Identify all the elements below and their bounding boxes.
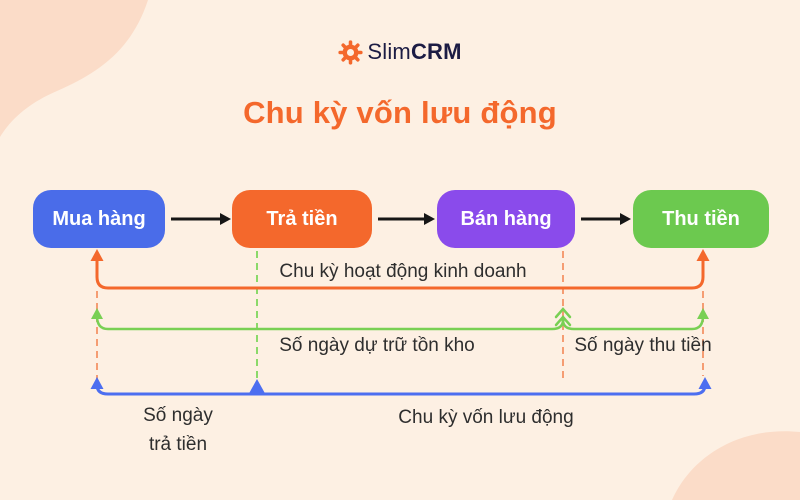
flow-arrow-head bbox=[620, 213, 631, 225]
inventory-days-line bbox=[95, 314, 565, 331]
page-title: Chu kỳ vốn lưu động bbox=[243, 95, 557, 130]
arrow-up-icon bbox=[91, 308, 103, 319]
working-capital-bracket bbox=[90, 377, 712, 396]
arrow-up-icon bbox=[90, 377, 104, 389]
operating-cycle-label: Chu kỳ hoạt động kinh doanh bbox=[279, 261, 527, 282]
blob-shape bbox=[672, 431, 800, 500]
payable-days-line2: trả tiền bbox=[148, 434, 208, 455]
working-capital-line bbox=[95, 383, 707, 396]
arrow-up-icon bbox=[696, 249, 710, 261]
corner-blob-bottom-right bbox=[672, 431, 800, 500]
brand-suffix: CRM bbox=[410, 39, 462, 64]
receivable-days-line bbox=[561, 314, 705, 331]
step-box-thu-tien: Thu tiền bbox=[633, 190, 769, 248]
flow-arrow-head bbox=[424, 213, 435, 225]
step-label: Bán hàng bbox=[460, 207, 552, 230]
inventory-receivable-brackets bbox=[91, 307, 709, 331]
step-box-tra-tien: Trả tiền bbox=[232, 190, 372, 248]
brand-name: SlimCRM bbox=[367, 39, 461, 65]
flow-arrow-head bbox=[220, 213, 231, 225]
gear-icon bbox=[338, 39, 363, 65]
arrow-up-icon bbox=[697, 308, 709, 319]
arrow-up-icon bbox=[249, 379, 265, 393]
payable-days-line1: Số ngày bbox=[143, 405, 213, 426]
brand-logo: SlimCRM bbox=[0, 39, 800, 65]
step-label: Thu tiền bbox=[662, 207, 740, 230]
double-chevron-up-icon bbox=[554, 315, 572, 327]
working-capital-cycle-label: Chu kỳ vốn lưu động bbox=[398, 407, 574, 428]
arrow-up-icon bbox=[90, 249, 104, 261]
double-chevron-up-icon bbox=[554, 307, 572, 319]
gear-hole bbox=[347, 48, 355, 56]
brand-prefix: Slim bbox=[367, 39, 411, 64]
step-label: Mua hàng bbox=[52, 207, 146, 230]
step-box-ban-hang: Bán hàng bbox=[437, 190, 575, 248]
arrow-up-icon bbox=[698, 377, 712, 389]
step-box-mua-hang: Mua hàng bbox=[33, 190, 165, 248]
payable-days-label: Số ngày trả tiền bbox=[143, 401, 213, 459]
step-label: Trả tiền bbox=[266, 207, 338, 230]
inventory-days-label: Số ngày dự trữ tồn kho bbox=[279, 335, 475, 356]
receivable-days-label: Số ngày thu tiền bbox=[574, 335, 712, 356]
